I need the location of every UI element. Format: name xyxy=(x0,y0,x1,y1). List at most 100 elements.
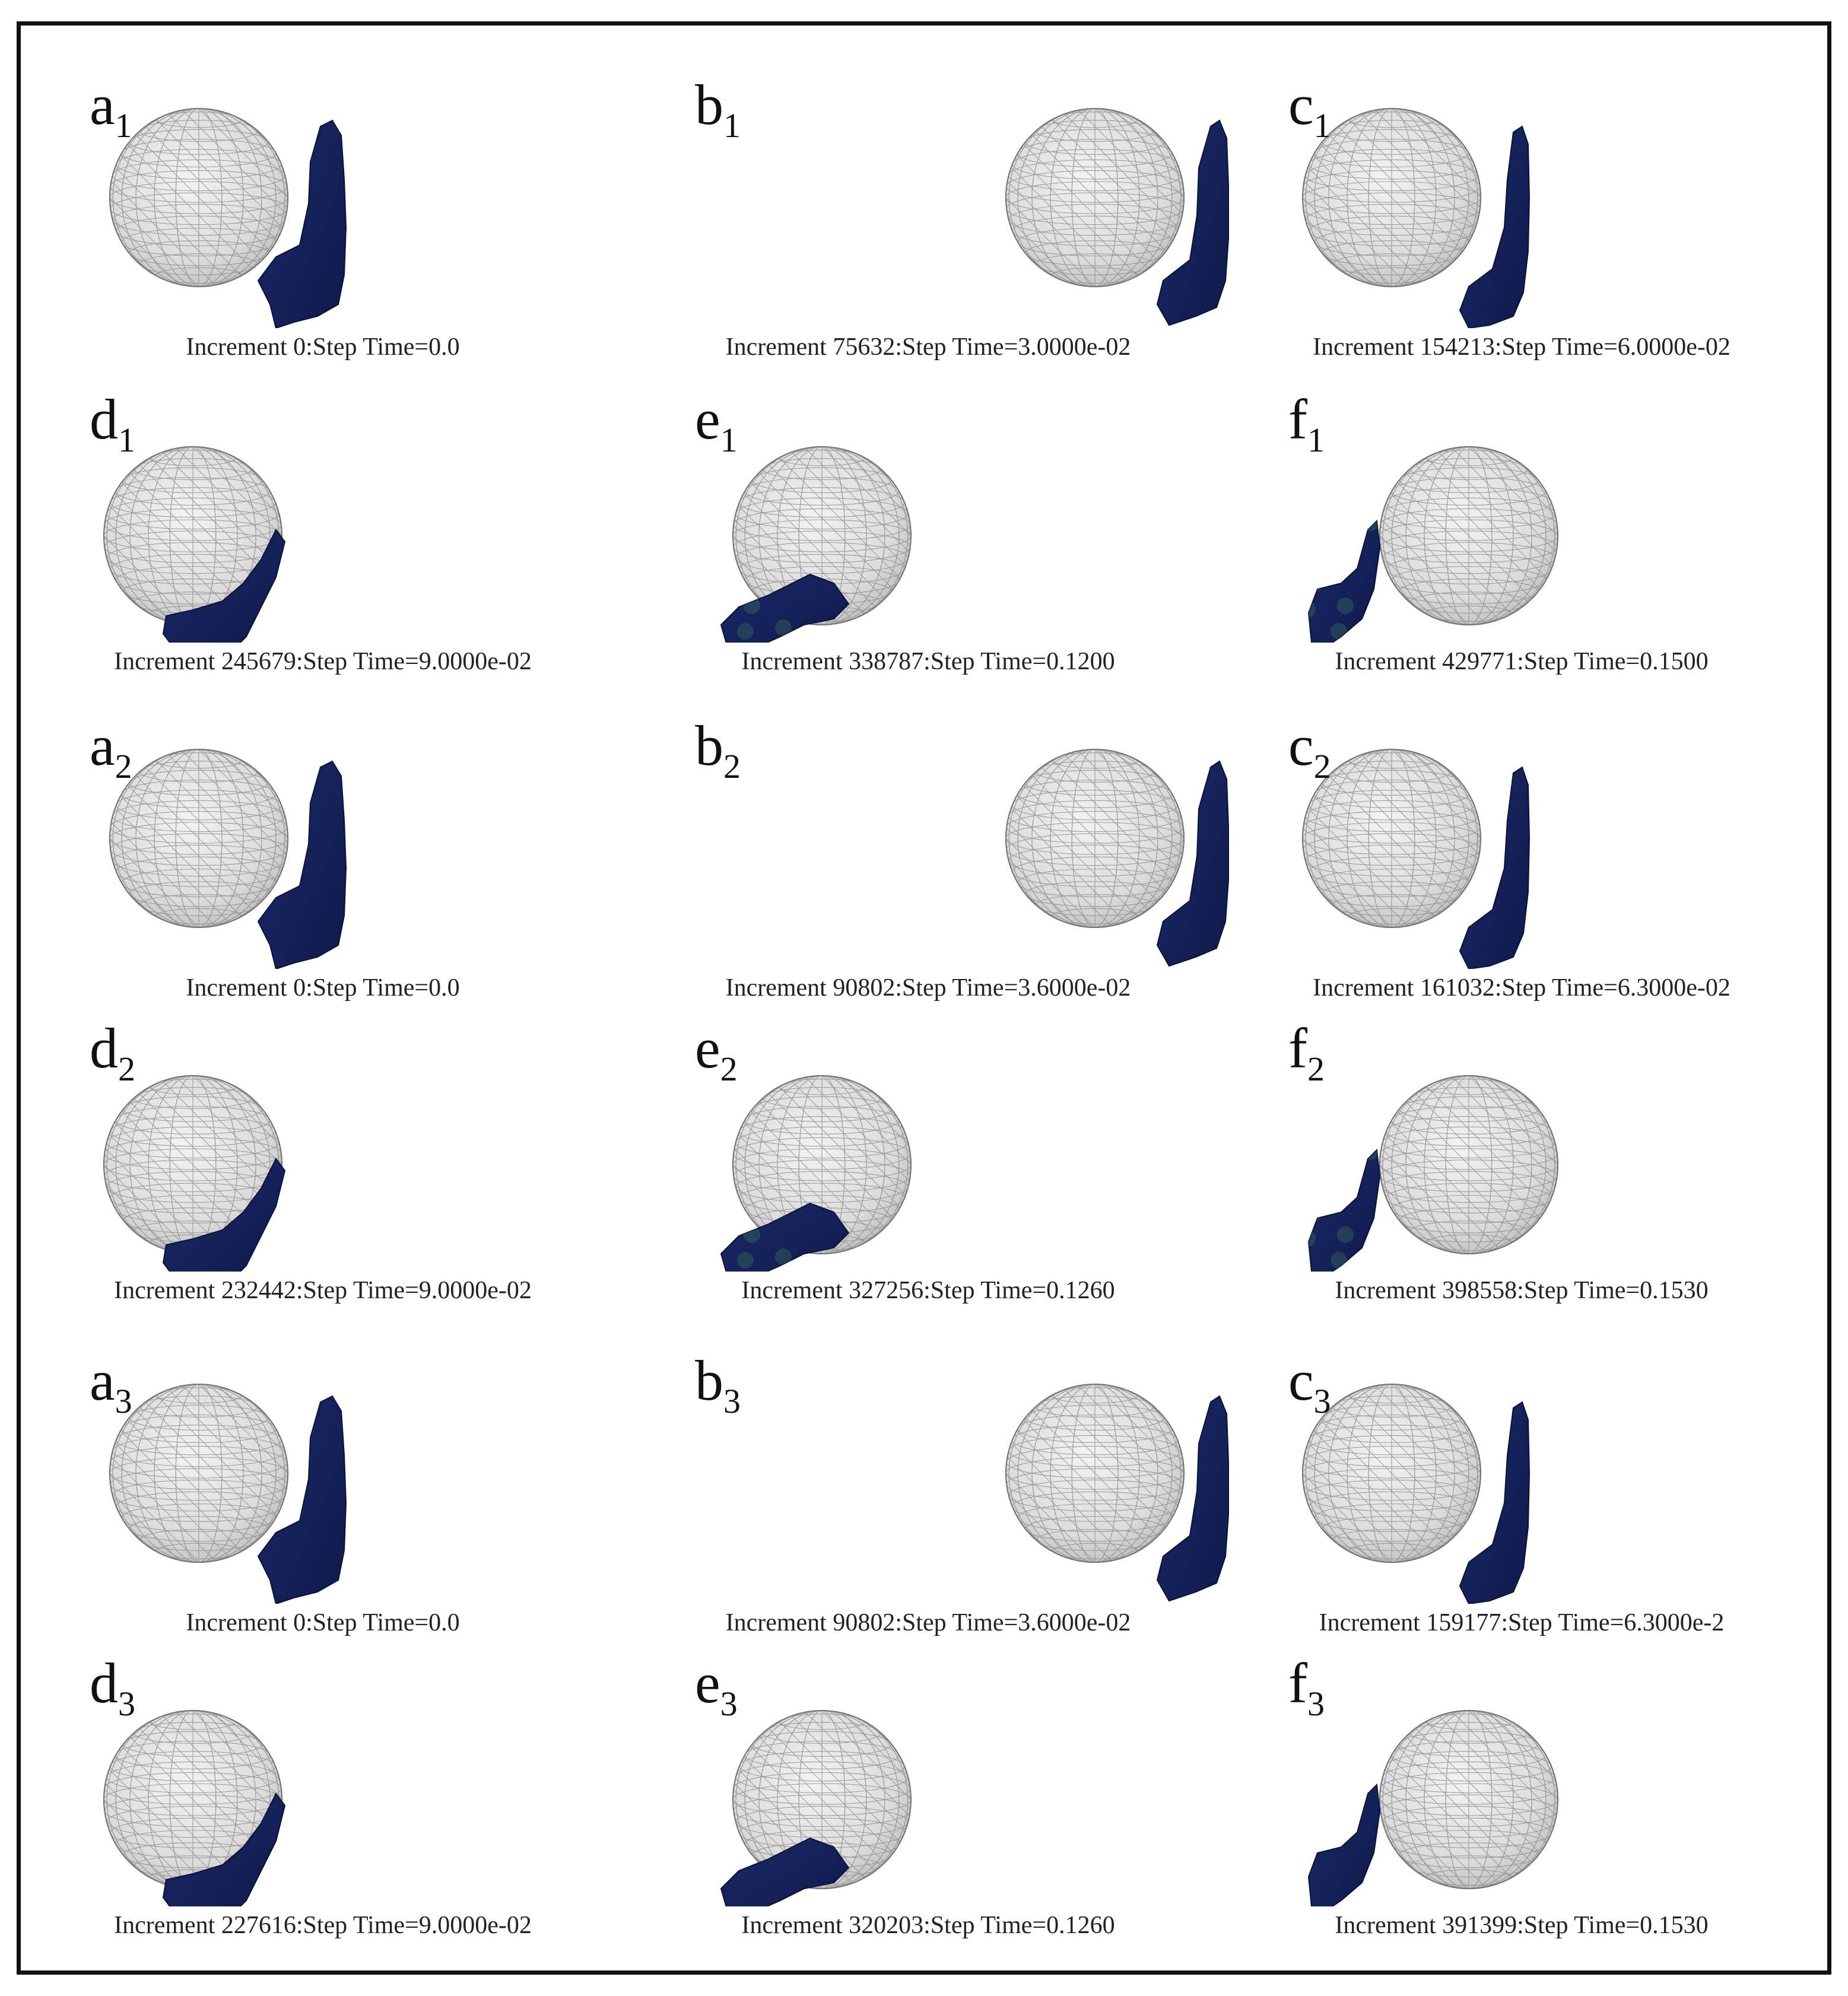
panel-caption: Increment 0:Step Time=0.0 xyxy=(186,1609,460,1636)
panel-subscript: 3 xyxy=(118,1684,135,1723)
panel-caption: Increment 398558:Step Time=0.1530 xyxy=(1335,1277,1709,1304)
panel-caption: Increment 90802:Step Time=3.6000e-02 xyxy=(725,1609,1131,1636)
panel-subscript: 2 xyxy=(118,1050,135,1088)
simulation-render xyxy=(109,108,347,328)
panel-subscript: 1 xyxy=(723,106,741,145)
tissue-fragment xyxy=(1307,1783,1381,1906)
mesh-sphere xyxy=(732,1710,912,1889)
tissue-fragment xyxy=(1156,119,1229,326)
panel-subscript: 1 xyxy=(720,421,738,459)
panel-letter: a xyxy=(90,73,115,136)
panel-letter: c xyxy=(1288,1349,1314,1412)
panel-label: a3 xyxy=(90,1352,132,1419)
panel-subscript: 2 xyxy=(723,747,741,786)
panel-label: b2 xyxy=(695,717,741,784)
panel-label: e2 xyxy=(695,1020,738,1086)
panel-subscript: 1 xyxy=(118,421,135,459)
panel-label: b1 xyxy=(695,77,741,143)
panel-letter: b xyxy=(695,1349,723,1412)
tissue-fragment xyxy=(1459,125,1531,328)
mesh-sphere xyxy=(1379,446,1558,625)
panel-label: c1 xyxy=(1288,77,1331,143)
panel-label: d2 xyxy=(90,1020,135,1086)
simulation-render xyxy=(1307,446,1558,643)
panel-label: d1 xyxy=(90,391,135,457)
mesh-sphere xyxy=(1005,749,1185,928)
panel-subscript: 3 xyxy=(115,1382,132,1420)
simulation-render xyxy=(720,1075,912,1272)
panel-caption: Increment 227616:Step Time=9.0000e-02 xyxy=(114,1912,532,1939)
simulation-render xyxy=(1302,108,1531,328)
mesh-sphere xyxy=(1379,1710,1558,1889)
panel-caption: Increment 245679:Step Time=9.0000e-02 xyxy=(114,648,532,675)
panel-label: a2 xyxy=(90,717,132,784)
simulation-render xyxy=(1005,1384,1229,1602)
tissue-fragment xyxy=(720,1202,850,1272)
panel-subscript: 1 xyxy=(115,106,132,145)
tissue-fragment xyxy=(257,760,347,969)
panel-letter: c xyxy=(1288,73,1314,136)
tissue-fragment xyxy=(162,1158,286,1272)
tissue-fragment xyxy=(1459,1401,1531,1604)
panel-letter: e xyxy=(695,1651,720,1715)
panel-caption: Increment 320203:Step Time=0.1260 xyxy=(741,1912,1115,1939)
panel-caption: Increment 161032:Step Time=6.3000e-02 xyxy=(1313,974,1730,1002)
panel-caption: Increment 232442:Step Time=9.0000e-02 xyxy=(114,1277,532,1304)
panel-letter: e xyxy=(695,1016,720,1080)
panel-caption: Increment 159177:Step Time=6.3000e-2 xyxy=(1319,1609,1725,1636)
panel-caption: Increment 327256:Step Time=0.1260 xyxy=(741,1277,1115,1304)
panel-subscript: 2 xyxy=(1307,1050,1325,1088)
mesh-sphere xyxy=(109,1384,288,1563)
panel-caption: Increment 0:Step Time=0.0 xyxy=(186,974,460,1002)
panel-label: f3 xyxy=(1288,1655,1325,1721)
tissue-fragment xyxy=(1156,760,1229,967)
tissue-fragment xyxy=(1156,1395,1229,1602)
panel-label: a1 xyxy=(90,77,132,143)
simulation-render xyxy=(1302,1384,1531,1604)
simulation-render xyxy=(720,1710,912,1906)
tissue-fragment xyxy=(162,1792,286,1906)
panel-subscript: 2 xyxy=(720,1050,738,1088)
panel-label: f1 xyxy=(1288,391,1325,457)
panel-subscript: 3 xyxy=(1313,1382,1331,1420)
mesh-sphere xyxy=(109,749,288,928)
panel-caption: Increment 90802:Step Time=3.6000e-02 xyxy=(725,974,1131,1002)
mesh-sphere xyxy=(103,1075,282,1254)
panel-subscript: 2 xyxy=(1313,747,1331,786)
mesh-sphere xyxy=(1005,1384,1185,1563)
simulation-render xyxy=(109,1384,347,1604)
mesh-sphere xyxy=(1302,1384,1481,1563)
panel-subscript: 3 xyxy=(723,1382,741,1420)
panel-letter: b xyxy=(695,73,723,136)
panel-letter: b xyxy=(695,714,723,777)
panel-letter: d xyxy=(90,387,118,451)
panel-letter: e xyxy=(695,387,720,451)
panel-caption: Increment 0:Step Time=0.0 xyxy=(186,333,460,361)
mesh-sphere xyxy=(1302,108,1481,287)
simulation-render xyxy=(103,1710,286,1906)
mesh-sphere xyxy=(1379,1075,1558,1254)
panel-letter: d xyxy=(90,1651,118,1715)
panel-letter: a xyxy=(90,1349,115,1412)
panel-letter: a xyxy=(90,714,115,777)
panel-subscript: 3 xyxy=(1307,1684,1325,1723)
simulation-render xyxy=(103,1075,286,1272)
panel-caption: Increment 338787:Step Time=0.1200 xyxy=(741,648,1115,675)
simulation-render xyxy=(1005,749,1229,967)
panel-letter: f xyxy=(1288,1651,1307,1715)
